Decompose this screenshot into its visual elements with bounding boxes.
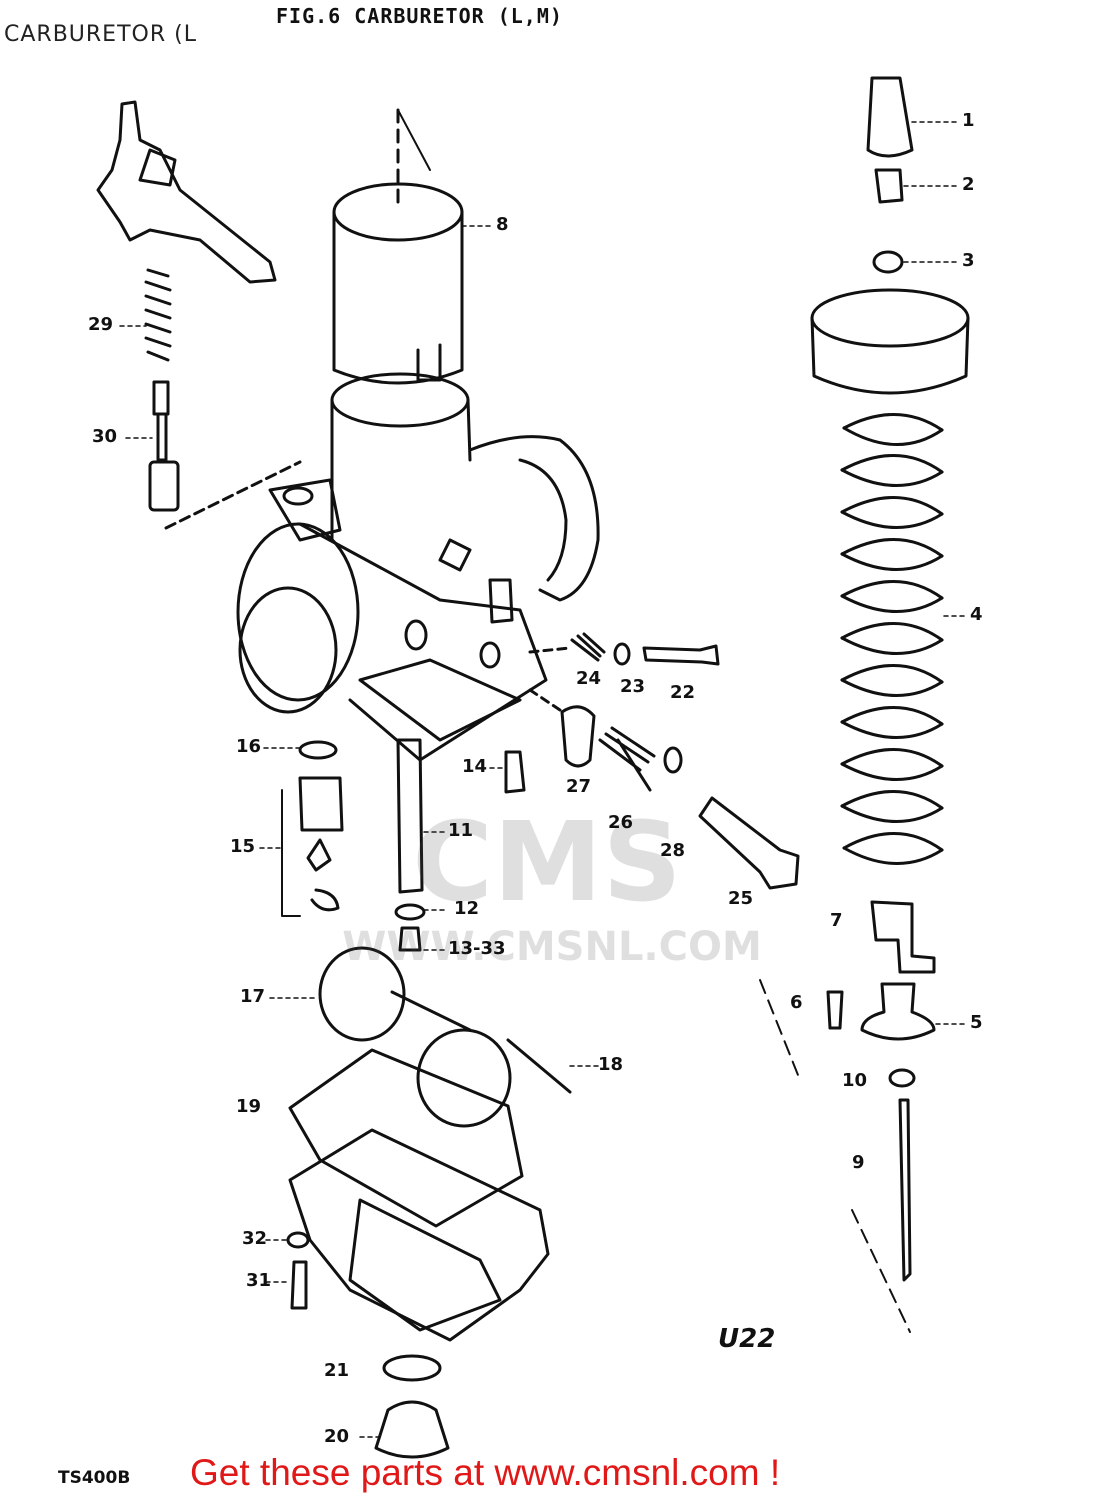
callout-17[interactable]: 17 (240, 986, 266, 1007)
part-4-throttle-spring (840, 413, 944, 865)
throttle-bracket (96, 100, 277, 284)
carburetor-body (236, 372, 600, 762)
part-26-spring (598, 726, 656, 792)
callout-11[interactable]: 11 (448, 820, 474, 841)
part-13-main-jet (398, 926, 422, 952)
part-25-throttle-stop-screw (698, 796, 800, 890)
callout-2[interactable]: 2 (962, 174, 975, 195)
callout-12[interactable]: 12 (454, 898, 480, 919)
part-21-oring (382, 1354, 442, 1382)
watermark-brand: CMS (412, 798, 681, 926)
part-5-needle-retainer (860, 982, 936, 1041)
callout-20[interactable]: 20 (324, 1426, 350, 1447)
callout-14[interactable]: 14 (462, 756, 488, 777)
callout-31[interactable]: 31 (246, 1270, 272, 1291)
callout-13[interactable]: 13-33 (448, 938, 506, 959)
part-20-drain-plug (374, 1400, 450, 1459)
mixing-chamber-top (810, 288, 970, 395)
part-31-screw (290, 1260, 308, 1310)
callout-23[interactable]: 23 (620, 676, 646, 697)
callout-4[interactable]: 4 (970, 604, 983, 625)
part-29-spring (144, 268, 172, 362)
callout-6[interactable]: 6 (790, 992, 803, 1013)
callout-1[interactable]: 1 (962, 110, 975, 131)
callout-16[interactable]: 16 (236, 736, 262, 757)
callout-28[interactable]: 28 (660, 840, 686, 861)
part-7-needle-clip-plate (870, 900, 936, 974)
callout-27[interactable]: 27 (566, 776, 592, 797)
part-23-washer (613, 642, 631, 666)
part-10-e-clip (888, 1068, 916, 1088)
part-9-jet-needle (898, 1098, 912, 1282)
callout-32[interactable]: 32 (242, 1228, 268, 1249)
part-32-washer (286, 1231, 310, 1249)
callout-10[interactable]: 10 (842, 1070, 868, 1091)
model-code: TS400B (58, 1468, 131, 1488)
part-18-float-pin (506, 1038, 572, 1094)
callout-25[interactable]: 25 (728, 888, 754, 909)
callout-26[interactable]: 26 (608, 812, 634, 833)
callout-21[interactable]: 21 (324, 1360, 350, 1381)
callout-30[interactable]: 30 (92, 426, 118, 447)
callout-3[interactable]: 3 (962, 250, 975, 271)
part-28-oring (663, 746, 683, 774)
callout-18[interactable]: 18 (598, 1054, 624, 1075)
part-17-float (318, 946, 512, 1128)
part-27-cap (560, 705, 596, 768)
part-15-float-valve (298, 776, 344, 832)
part-8-throttle-slide (332, 182, 464, 385)
part-1-rubber-cap (866, 76, 914, 158)
callout-15[interactable]: 15 (230, 836, 256, 857)
float-bowl (288, 1128, 550, 1342)
callout-9[interactable]: 9 (852, 1152, 865, 1173)
part-24-spring (570, 632, 606, 662)
callout-22[interactable]: 22 (670, 682, 696, 703)
part-30-cable-adjuster (148, 380, 180, 512)
cta-link[interactable]: Get these parts at www.cmsnl.com ! (190, 1452, 781, 1493)
page-title: CARBURETOR (L (4, 22, 197, 47)
part-2-cable-adjuster (874, 168, 904, 204)
part-22-screw (642, 644, 720, 666)
diagram-code: U22 (718, 1324, 776, 1354)
cmsnl-watermark: CMS WWW.CMSNL.COM (322, 780, 792, 990)
part-14-pilot-jet (504, 750, 526, 794)
watermark-url: WWW.CMSNL.COM (342, 924, 762, 970)
part-3-lock-nut (872, 250, 904, 274)
callout-7[interactable]: 7 (830, 910, 843, 931)
part-11-needle-jet (396, 738, 424, 894)
part-6-screw (826, 990, 844, 1030)
callout-24[interactable]: 24 (576, 668, 602, 689)
callout-5[interactable]: 5 (970, 1012, 983, 1033)
figure-title: FIG.6 CARBURETOR (L,M) (276, 4, 563, 28)
callout-8[interactable]: 8 (496, 214, 509, 235)
part-19-gasket (288, 1048, 524, 1228)
part-12-washer (394, 903, 426, 921)
callout-29[interactable]: 29 (88, 314, 114, 335)
part-16-washer (298, 740, 338, 760)
callout-19[interactable]: 19 (236, 1096, 262, 1117)
